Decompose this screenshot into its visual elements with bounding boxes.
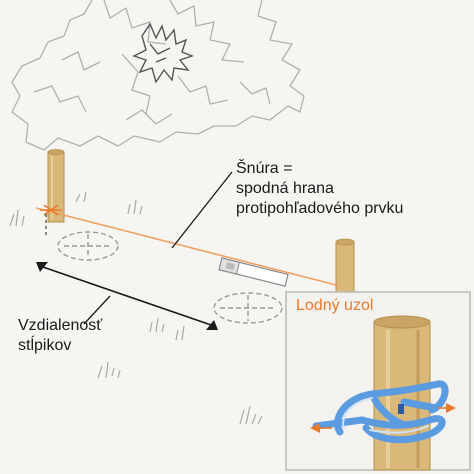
spirit-level — [218, 257, 289, 287]
left-post — [47, 149, 65, 223]
cord-label-line-2: spodná hrana — [236, 180, 334, 197]
inset-arrow-left — [310, 423, 332, 433]
post-footprint-circles — [57, 231, 283, 324]
footprint-circle-2 — [213, 292, 283, 324]
distance-label-line-1: Vzdialenosť — [18, 317, 103, 334]
inset-arrow-right — [438, 403, 456, 413]
cord-label-leader — [171, 171, 233, 249]
distance-label-leader — [83, 295, 111, 325]
cord-line — [35, 207, 341, 287]
inset-title: Lodný uzol — [296, 297, 374, 314]
inset-box — [285, 291, 471, 471]
footprint-circle-1 — [57, 231, 119, 261]
cord-label-line-1: Šnúra = — [236, 160, 293, 177]
distance-label-line-2: stĺpikov — [18, 337, 72, 354]
cord-label-line-3: protipohľadového prvku — [236, 200, 404, 217]
distance-dimension-line — [36, 262, 218, 330]
cord-label: Šnúra = spodná hrana protipohľadového pr… — [236, 159, 403, 219]
distance-label: Vzdialenosť stĺpikov — [18, 316, 102, 356]
inset-rope-knot — [312, 380, 449, 444]
grass-tufts — [9, 191, 263, 425]
dark-bush-clump — [132, 22, 195, 84]
bush-sketch — [11, 0, 305, 151]
cord-knot-mark — [40, 204, 62, 216]
